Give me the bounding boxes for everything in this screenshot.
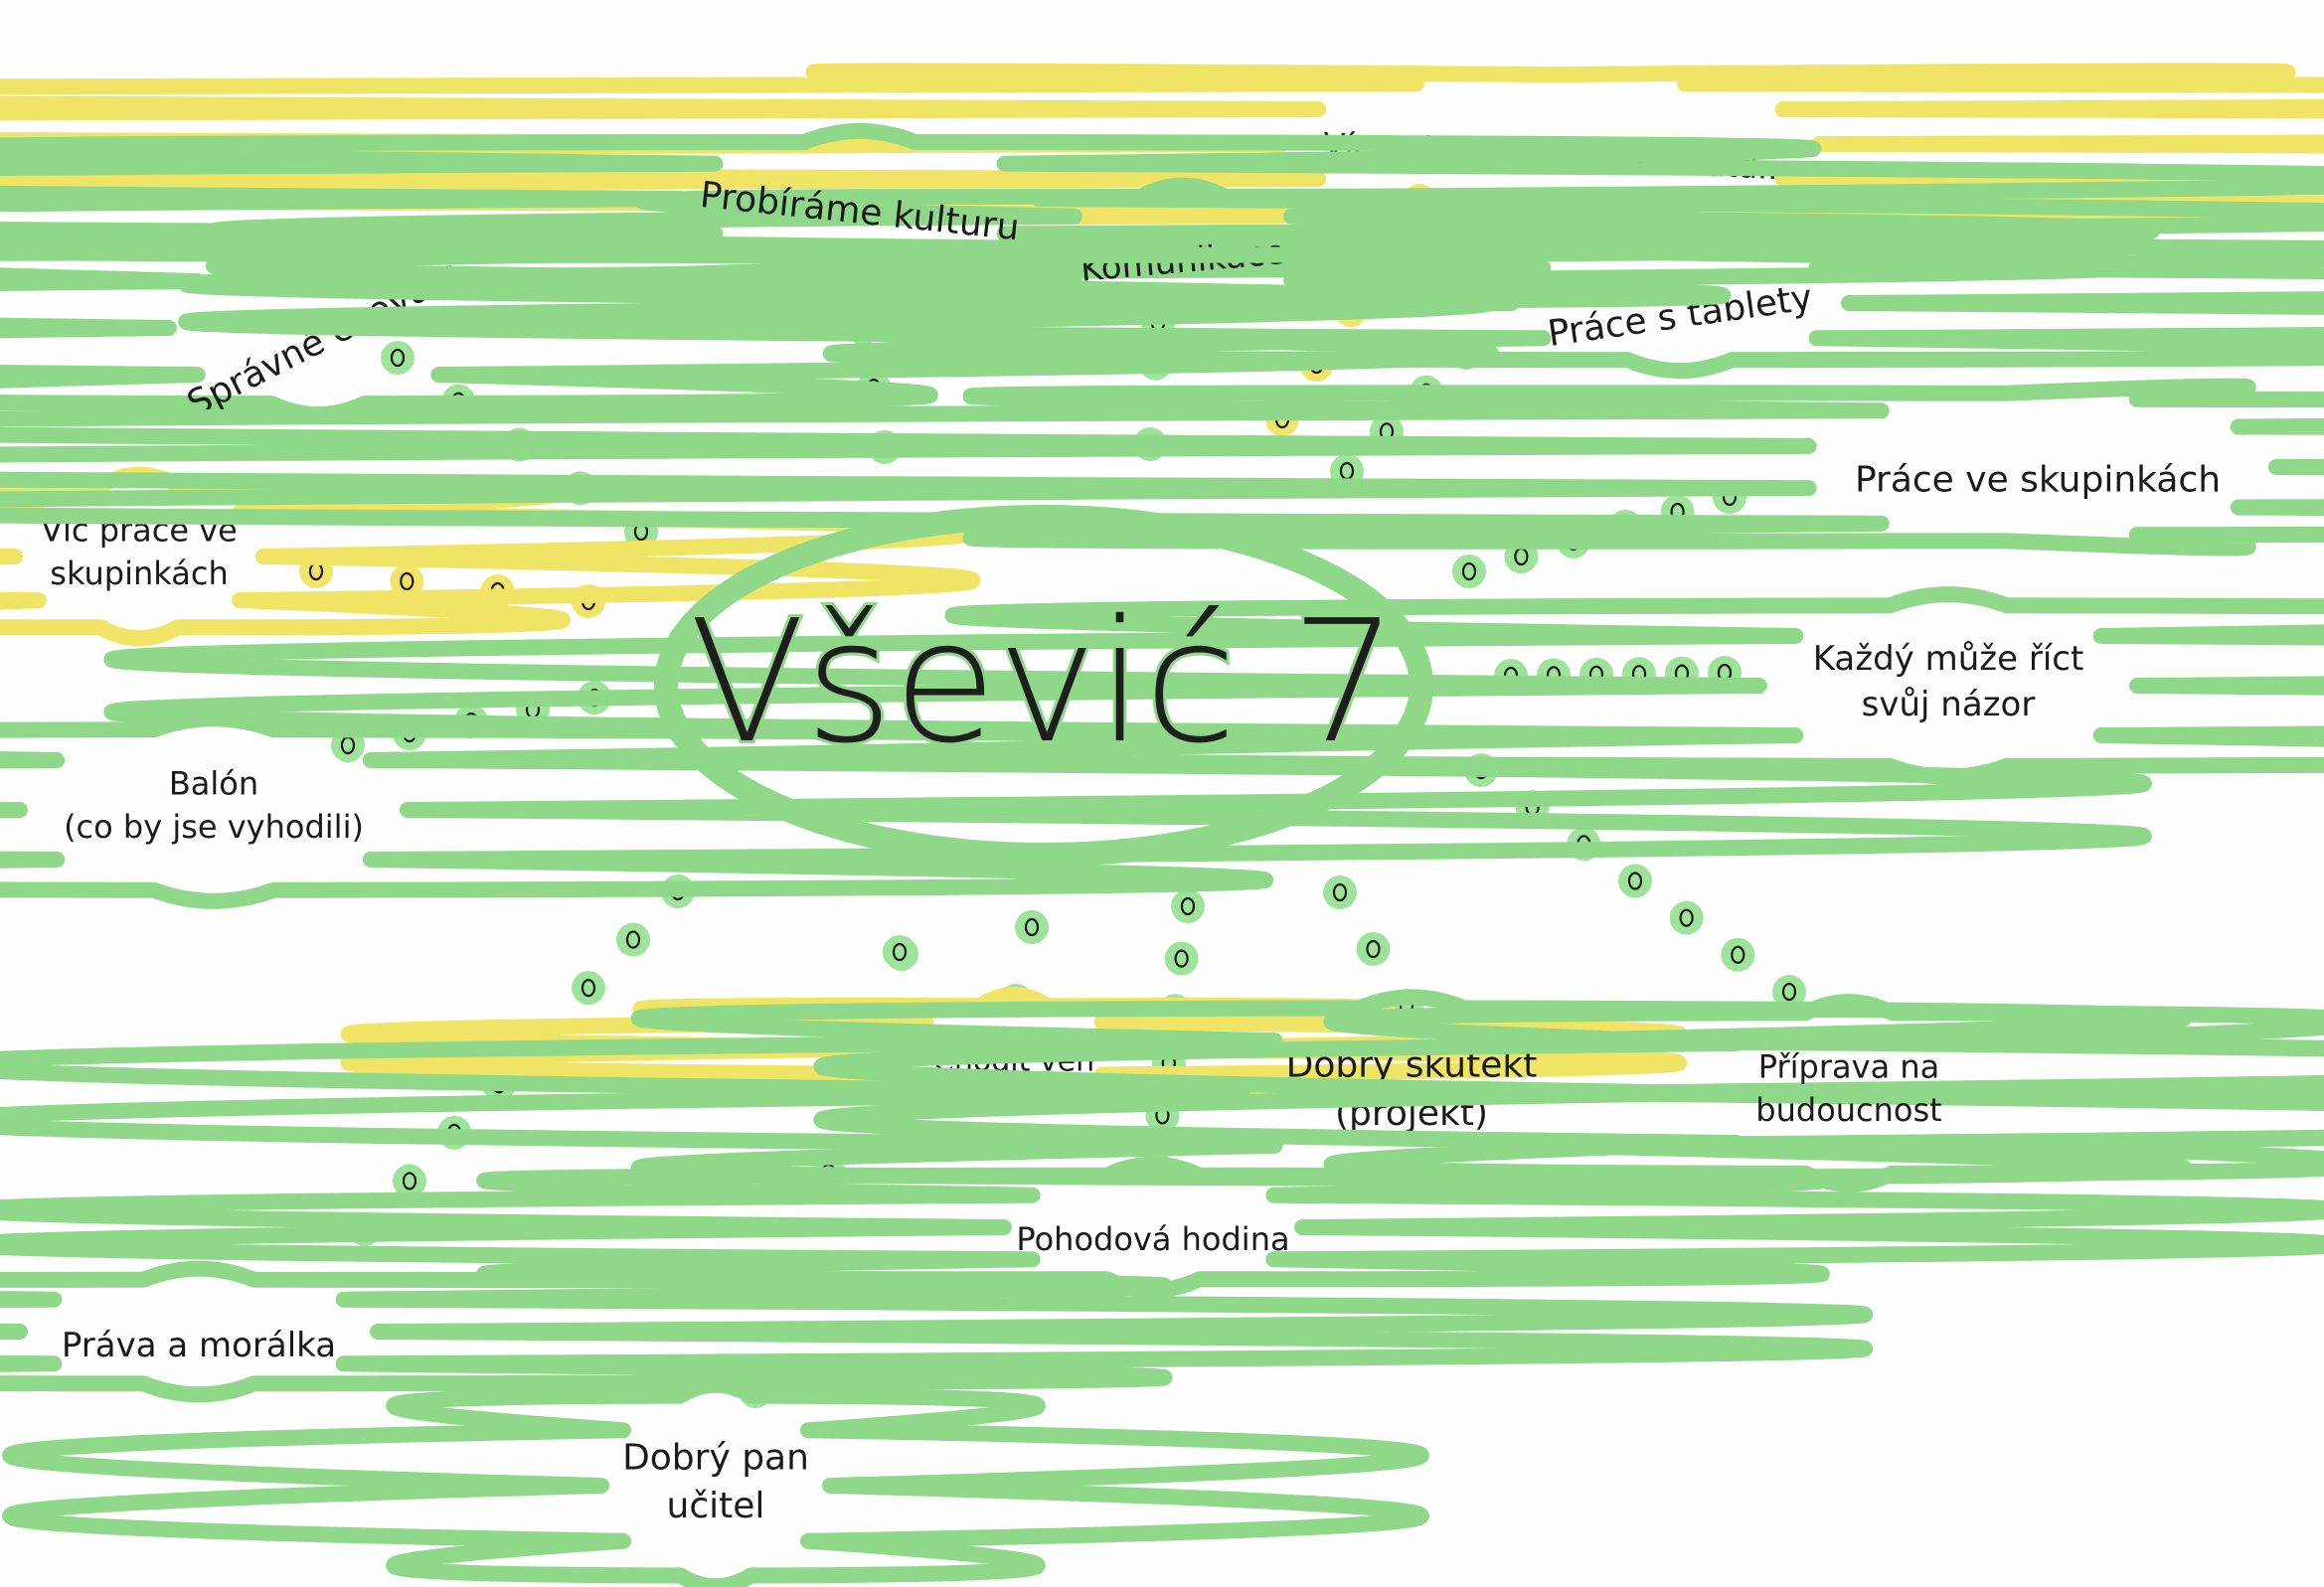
node-label: Dobrý pan učitel <box>622 1437 809 1526</box>
node-label: Příprava na budoucnost <box>1755 1048 1941 1129</box>
connector-dot <box>1669 900 1704 935</box>
node-label-line: učitel <box>667 1486 765 1526</box>
cloud-outline <box>103 586 2324 785</box>
connector-dot <box>1772 975 1806 1009</box>
node-label-line: Pohodová hodina <box>1016 1220 1289 1258</box>
node-label-line: Dobrý pan <box>622 1437 809 1478</box>
node-label-line: Každý může říct <box>1813 639 2084 679</box>
connector-dot <box>572 971 605 1006</box>
node-label-line: svůj názor <box>1862 685 2036 724</box>
node-prava-a-moralka: Práva a morálka <box>0 1260 1874 1403</box>
connector-dot <box>883 935 916 969</box>
connector-dot <box>381 341 415 375</box>
cloud-outline <box>0 1260 1874 1403</box>
node-label: Pohodová hodina <box>1016 1220 1289 1258</box>
connector-dot <box>1171 889 1205 923</box>
node-label: Každý může říct svůj názor <box>1813 639 2084 724</box>
node-label-line: Balón <box>169 765 258 803</box>
node-prace-ve-skupinkach-right: Práce ve skupinkách <box>0 378 2324 556</box>
node-dobry-pan-ucitel: Dobrý pan učitel <box>2 1376 1429 1587</box>
connector-dot <box>1356 932 1391 966</box>
connector-dot <box>390 564 424 598</box>
connector-dot <box>1721 937 1755 972</box>
central-topic: Všević 7 <box>654 505 1433 867</box>
connector-dot <box>616 922 650 957</box>
central-title: Všević 7 <box>690 584 1399 781</box>
node-label-line: Práva a morálka <box>62 1326 336 1365</box>
node-priprava-na-budoucnost: Příprava na budoucnost <box>813 994 2324 1192</box>
connector-dot <box>1618 864 1652 898</box>
cloud-outline <box>0 122 2324 275</box>
connector-dot <box>1323 875 1357 909</box>
node-label-line: Příprava na <box>1758 1048 1939 1086</box>
node-label-line: (co by jse vyhodili) <box>64 808 364 846</box>
connector-dot <box>1164 941 1199 976</box>
node-label: Práva a morálka <box>62 1326 336 1365</box>
node-label-line: budoucnost <box>1755 1091 1941 1129</box>
cloud-outline <box>2 1376 1429 1587</box>
cloud-outline <box>0 989 2324 1197</box>
node-label: Práce ve skupinkách <box>1855 460 2221 501</box>
node-label: Balón (co by jse vyhodili) <box>64 765 364 846</box>
central-oval <box>654 505 1433 867</box>
node-label-line: skupinkách <box>50 555 228 592</box>
connector-dot <box>1015 910 1049 944</box>
connector-dot <box>1452 555 1486 588</box>
node-kazdy-muze-rict: Každý může říct svůj názor <box>103 586 2324 785</box>
node-label-line: Práce ve skupinkách <box>1855 460 2221 501</box>
connector-dot <box>393 1164 426 1198</box>
cloud-outline <box>813 994 2324 1192</box>
